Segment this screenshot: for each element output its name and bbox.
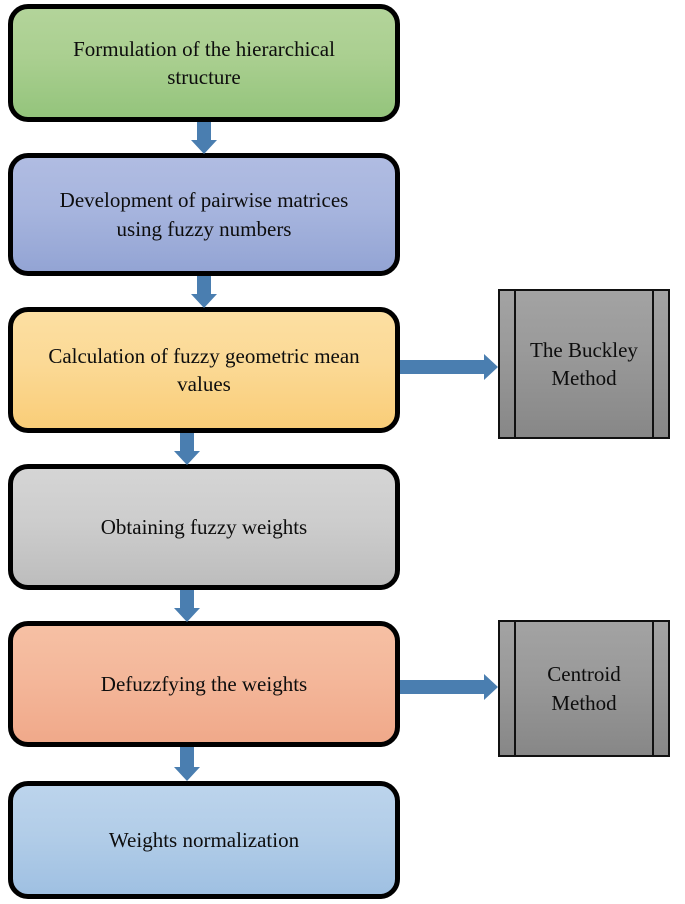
predefined-process-right-bar-icon <box>652 291 654 437</box>
arrow-shaft <box>197 276 211 294</box>
process-node-geometric-mean[interactable]: Calculation of fuzzy geometric mean valu… <box>8 307 400 433</box>
method-node-centroid[interactable]: Centroid Method <box>498 620 670 757</box>
process-node-label: Defuzzfying the weights <box>100 671 308 696</box>
process-node-fuzzy-weights[interactable]: Obtaining fuzzy weights <box>8 464 400 590</box>
arrow-shaft <box>197 122 211 140</box>
arrow-head <box>174 608 200 622</box>
predefined-process-right-bar-icon <box>652 622 654 755</box>
process-node-formulation[interactable]: Formulation of the hierarchical structur… <box>8 4 400 122</box>
arrow-shaft <box>400 360 484 374</box>
arrow-head <box>191 294 217 308</box>
process-node-defuzzifying[interactable]: Defuzzfying the weights <box>8 621 400 747</box>
predefined-process-left-bar-icon <box>514 291 516 437</box>
process-node-label: Calculation of fuzzy geometric mean valu… <box>48 343 360 396</box>
arrow-shaft <box>180 433 194 451</box>
method-node-buckley[interactable]: The Buckley Method <box>498 289 670 439</box>
method-node-label: The Buckley Method <box>530 337 638 390</box>
arrow-head <box>174 451 200 465</box>
predefined-process-left-bar-icon <box>514 622 516 755</box>
arrow-head <box>174 767 200 781</box>
process-node-label: Weights normalization <box>108 827 300 852</box>
arrow-head <box>191 140 217 154</box>
arrow-shaft <box>180 747 194 767</box>
method-node-label: Centroid Method <box>547 662 621 715</box>
process-node-weights-normalization[interactable]: Weights normalization <box>8 781 400 899</box>
process-node-label: Development of pairwise matrices using f… <box>59 188 349 241</box>
arrow-head <box>484 674 498 700</box>
process-node-label: Formulation of the hierarchical structur… <box>73 36 335 89</box>
arrow-shaft <box>400 680 484 694</box>
process-node-pairwise-matrices[interactable]: Development of pairwise matrices using f… <box>8 153 400 276</box>
arrow-shaft <box>180 590 194 608</box>
process-node-label: Obtaining fuzzy weights <box>100 514 308 539</box>
arrow-head <box>484 354 498 380</box>
